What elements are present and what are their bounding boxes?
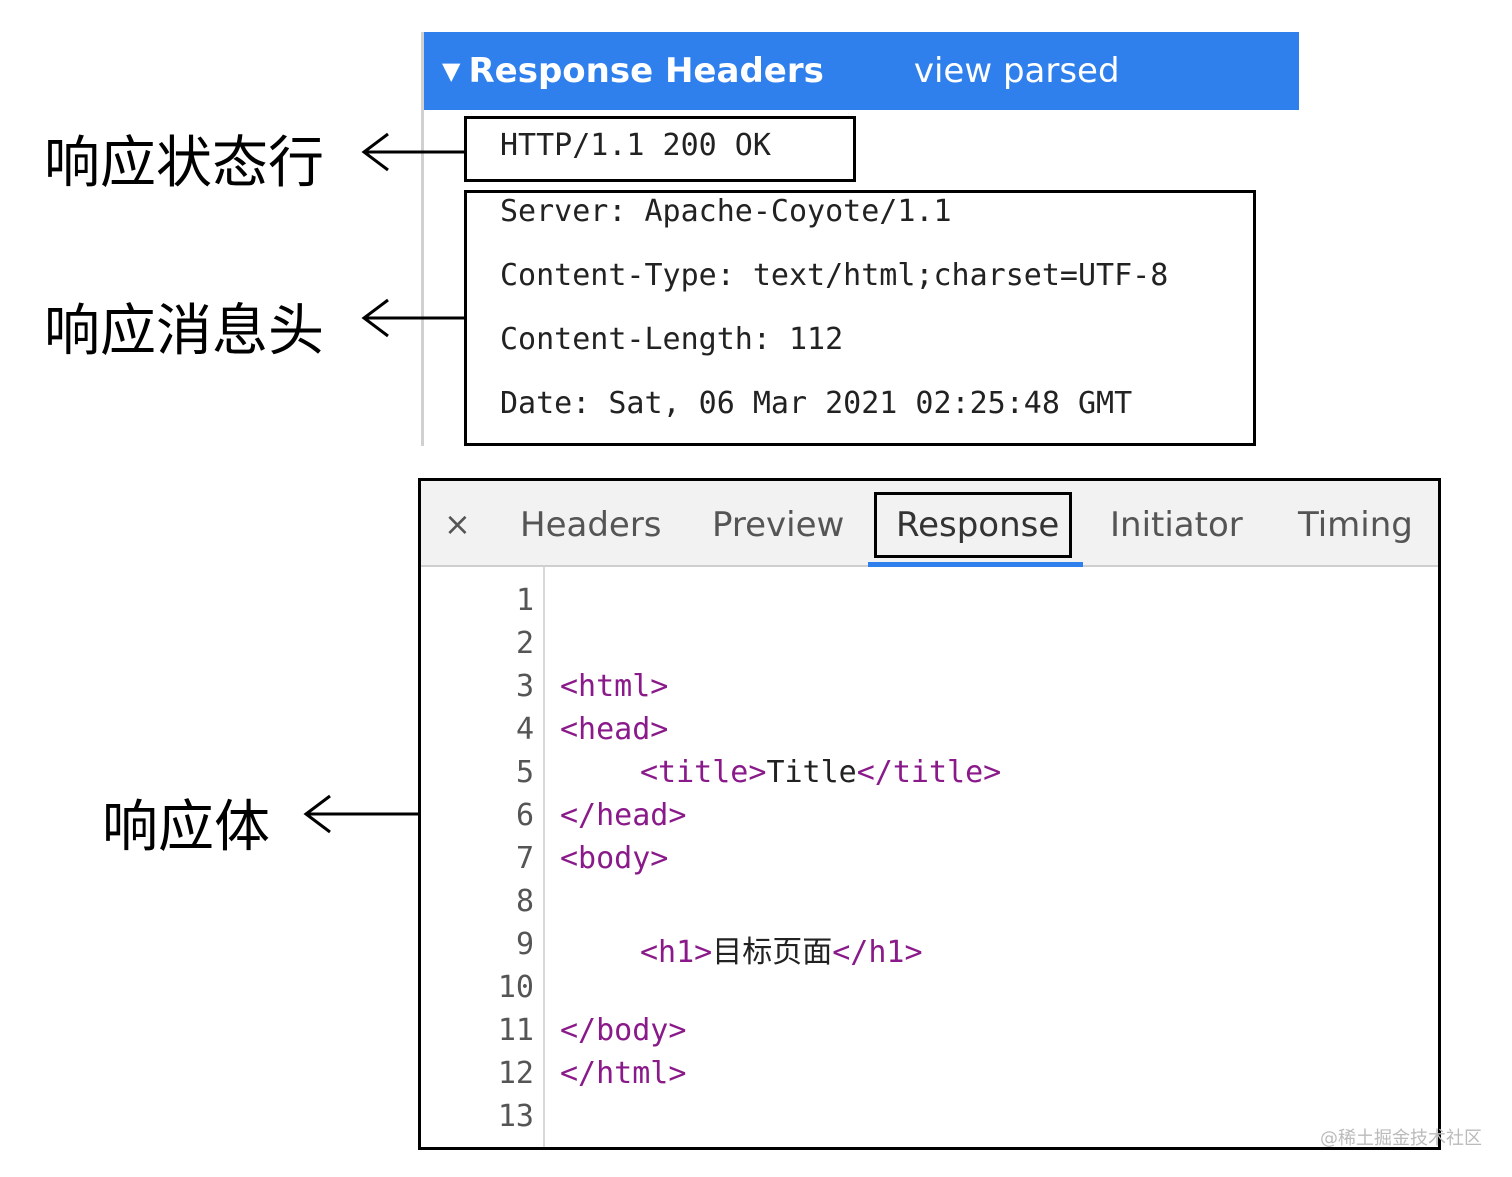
code-line: <body> (560, 841, 669, 876)
line-number: 5 (515, 755, 534, 790)
watermark: @稀土掘金技术社区 (1320, 1128, 1482, 1149)
code-tag: </title> (856, 755, 1002, 790)
close-icon[interactable]: × (444, 505, 471, 543)
tab-headers[interactable]: Headers (520, 505, 662, 545)
arrow-left-icon (361, 132, 464, 172)
view-parsed-link[interactable]: view parsed (913, 51, 1120, 91)
status-line-highlight-box (464, 116, 856, 182)
line-number: 1 (515, 583, 534, 618)
caret-down-icon[interactable]: ▼ (442, 57, 461, 85)
code-line: <h1>目标页面</h1> (640, 927, 923, 971)
code-text: 目标页面 (712, 935, 833, 970)
line-number: 8 (515, 884, 534, 919)
arrow-left-icon (303, 794, 418, 834)
code-line: </head> (560, 798, 687, 833)
line-number: 3 (515, 669, 534, 704)
line-number: 7 (515, 841, 534, 876)
header-content-type: Content-Type: text/html;charset=UTF-8 (500, 258, 1169, 293)
tab-preview[interactable]: Preview (712, 505, 845, 545)
code-line: </body> (560, 1013, 687, 1048)
code-line: <html> (560, 669, 669, 704)
headers-left-rule (421, 32, 424, 446)
tab-initiator[interactable]: Initiator (1110, 505, 1243, 545)
annotation-status-line: 响应状态行 (44, 131, 324, 196)
headers-highlight-box (464, 190, 1256, 446)
header-server: Server: Apache-Coyote/1.1 (500, 194, 952, 229)
header-content-length: Content-Length: 112 (500, 322, 844, 357)
tab-response[interactable]: Response (896, 505, 1060, 545)
line-number: 9 (515, 927, 534, 962)
line-number: 2 (515, 626, 534, 661)
code-line: <head> (560, 712, 669, 747)
line-number: 4 (515, 712, 534, 747)
status-line: HTTP/1.1 200 OK (500, 128, 771, 163)
response-headers-bar[interactable]: ▼ Response Headers view parsed (424, 32, 1299, 110)
line-number: 11 (497, 1013, 534, 1048)
line-number: 13 (497, 1099, 534, 1134)
code-tag: <h1> (640, 935, 713, 970)
line-number: 12 (497, 1056, 534, 1091)
devtools-panel (418, 478, 1441, 1150)
response-tab-highlight-box (874, 492, 1072, 558)
annotation-body: 响应体 (102, 795, 270, 860)
code-tag: </h1> (832, 935, 923, 970)
code-tag: <title> (640, 755, 767, 790)
line-number: 6 (515, 798, 534, 833)
code-text: Title (766, 755, 857, 790)
tab-timing[interactable]: Timing (1298, 505, 1413, 545)
annotation-headers: 响应消息头 (44, 299, 324, 364)
code-line: <title>Title</title> (640, 755, 1001, 790)
active-tab-underline (868, 562, 1083, 567)
response-headers-title: Response Headers (468, 51, 824, 91)
arrow-left-icon (361, 298, 464, 338)
line-number: 10 (497, 970, 534, 1005)
line-number-gutter (421, 567, 545, 1147)
header-date: Date: Sat, 06 Mar 2021 02:25:48 GMT (500, 386, 1133, 421)
code-line: </html> (560, 1056, 687, 1091)
